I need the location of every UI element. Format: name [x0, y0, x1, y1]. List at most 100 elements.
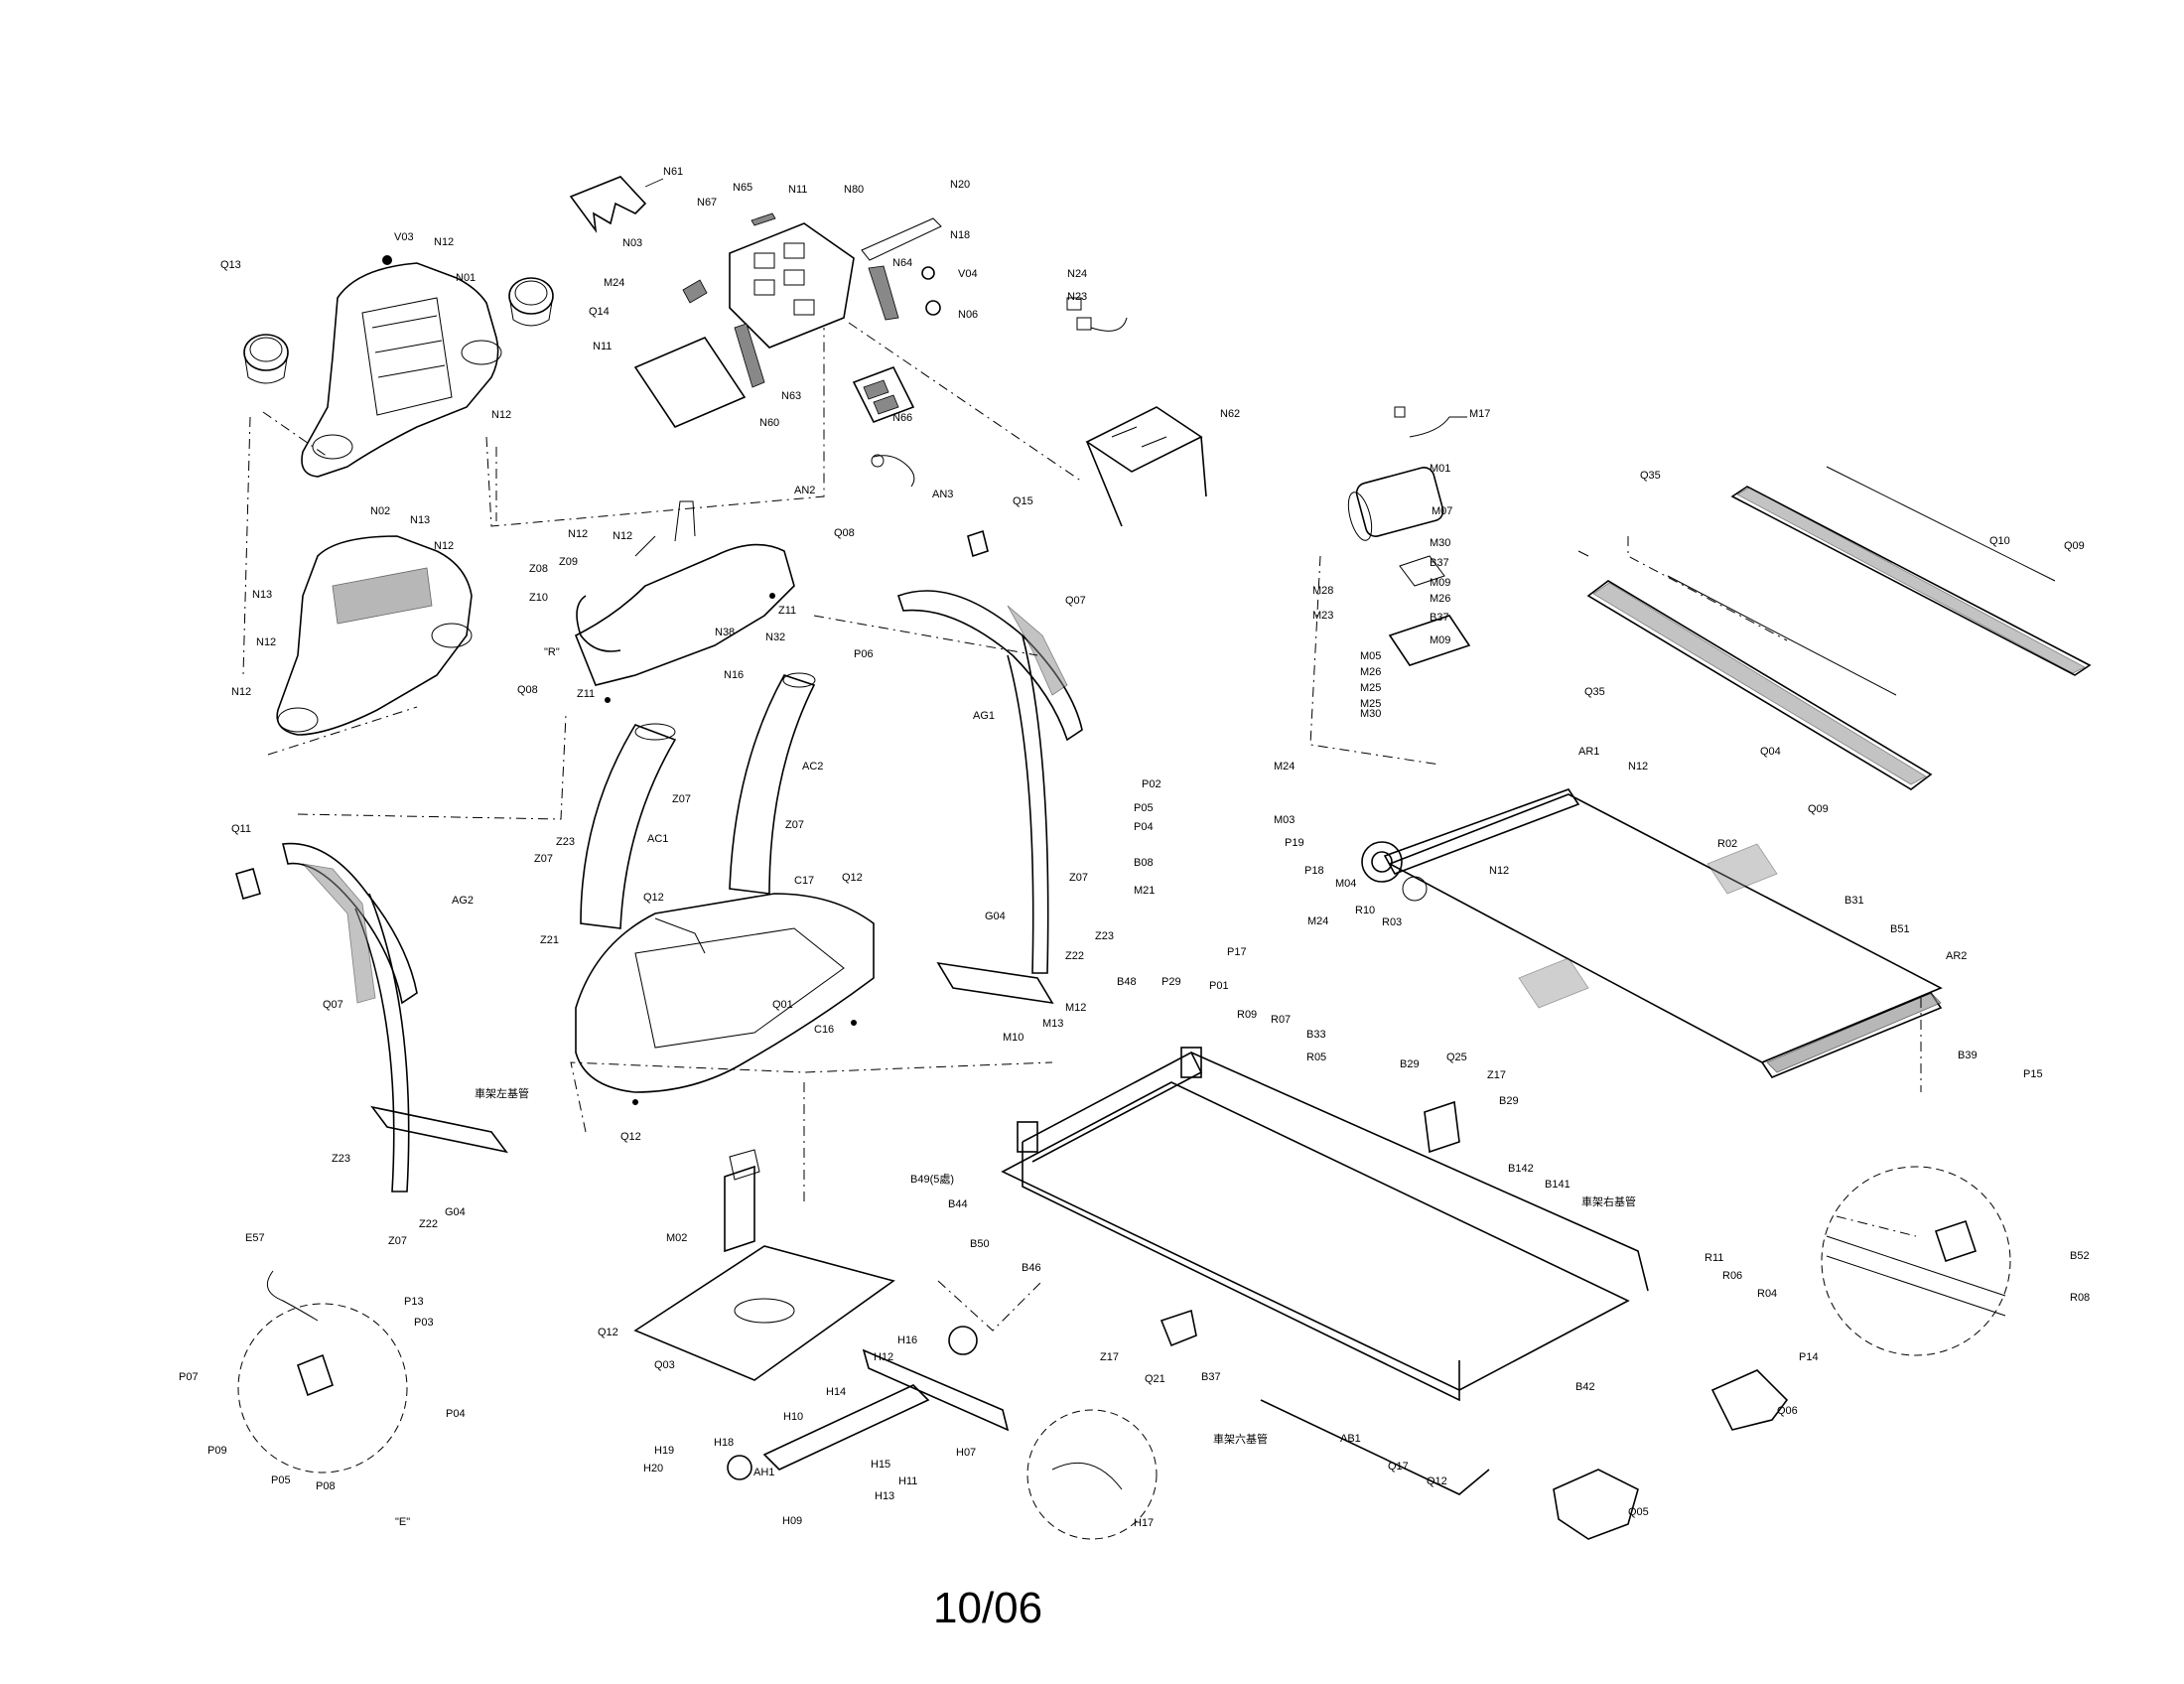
part-label-p08: P08	[316, 1480, 336, 1492]
part-label-p05b: P05	[271, 1474, 291, 1486]
part-label-n18: N18	[950, 229, 970, 241]
detail-circle-b52	[1821, 1166, 2011, 1356]
part-label-m05: M05	[1360, 650, 1381, 662]
part-label-b46: B46	[1022, 1262, 1041, 1274]
part-label-n06: N06	[958, 309, 978, 321]
part-label-q35a: Q35	[1640, 470, 1661, 482]
upright-cover-ac2	[729, 672, 816, 895]
part-label-z10: Z10	[529, 592, 548, 604]
part-label-c16: C16	[814, 1024, 834, 1036]
part-label-m17: M17	[1469, 408, 1490, 420]
part-label-b141: B141	[1545, 1179, 1570, 1191]
part-label-q11: Q11	[231, 823, 251, 835]
part-label-n12b: N12	[491, 409, 511, 421]
part-label-q08b: Q08	[517, 684, 538, 696]
part-label-p14: P14	[1799, 1351, 1819, 1363]
part-label-m25a: M25	[1360, 682, 1381, 694]
part-label-r11: R11	[1705, 1252, 1723, 1264]
deck-rails-q04	[1586, 575, 1933, 790]
part-label-q08a: Q08	[834, 527, 855, 539]
part-label-r04: R04	[1757, 1288, 1777, 1300]
main-frame-ab1	[1001, 1047, 1649, 1495]
part-label-q12d: Q12	[598, 1327, 618, 1338]
part-label-an2: AN2	[794, 485, 815, 496]
base-right-tube	[936, 961, 1054, 1005]
part-label-n12g: N12	[231, 686, 251, 698]
part-label-b44: B44	[948, 1198, 968, 1210]
safety-key-n06	[921, 266, 941, 316]
part-label-e57: E57	[245, 1232, 265, 1244]
part-label-n80: N80	[844, 184, 864, 196]
part-label-r08: R08	[2070, 1292, 2090, 1304]
part-label-b48: B48	[1117, 976, 1137, 988]
part-label-h10: H10	[783, 1411, 803, 1423]
switch-board-n66	[852, 365, 915, 424]
part-label-r03: R03	[1382, 916, 1402, 928]
part-label-h14: H14	[826, 1386, 846, 1398]
chest-strap-cable-an3	[871, 454, 915, 488]
part-label-n65: N65	[733, 182, 752, 194]
part-label-q12b: Q12	[842, 872, 863, 884]
incline-frame-ah1	[727, 1326, 1010, 1480]
part-label-m09a: M09	[1430, 577, 1450, 589]
part-label-h09: H09	[782, 1515, 802, 1527]
console-upper-n01	[301, 255, 502, 478]
part-label-p05: P05	[1134, 802, 1154, 814]
part-label-z23a: Z23	[556, 836, 575, 848]
part-label-r07: R07	[1271, 1014, 1291, 1026]
part-label-h15: H15	[871, 1459, 890, 1471]
part-label-b37b: B37	[1430, 612, 1449, 624]
end-cap-q15	[967, 529, 989, 558]
part-label-n13b: N13	[252, 589, 272, 601]
sensor-n23-n24	[1066, 297, 1128, 332]
motor-cover-bottom-q03	[633, 1245, 895, 1381]
part-label-n32: N32	[765, 632, 785, 643]
part-label-ab1: AB1	[1340, 1433, 1361, 1445]
detail-circle-e	[237, 1270, 408, 1474]
part-label-p09: P09	[207, 1445, 227, 1457]
part-label-b37c: B37	[1201, 1371, 1221, 1383]
part-label-q14: Q14	[589, 306, 610, 318]
detail-circle-h17	[1026, 1409, 1158, 1540]
handrail-ag1	[896, 590, 1083, 974]
part-label-q21: Q21	[1145, 1373, 1165, 1385]
motor-mount-m05	[1388, 555, 1471, 666]
running-deck-r02	[1388, 793, 1943, 1063]
part-label-p17: P17	[1227, 946, 1247, 958]
part-label-z11a: Z11	[778, 605, 796, 617]
part-label-b50: B50	[970, 1238, 990, 1250]
part-label-an3: AN3	[932, 489, 953, 500]
part-label-b37a: B37	[1430, 557, 1449, 569]
part-label-n24: N24	[1067, 268, 1087, 280]
part-label-q07b: Q07	[323, 999, 343, 1011]
part-label-z17b: Z17	[1100, 1351, 1119, 1363]
part-label-e: "E"	[395, 1516, 410, 1528]
part-label-cn2: 車架右基管	[1581, 1194, 1636, 1208]
part-label-z07b: Z07	[785, 819, 804, 831]
part-label-p18: P18	[1304, 865, 1324, 877]
part-label-n03: N03	[622, 237, 642, 249]
part-label-cn3: 車架六基管	[1213, 1432, 1268, 1446]
cable-n20	[861, 217, 942, 261]
part-label-h12: H12	[874, 1351, 893, 1363]
part-label-n61: N61	[663, 166, 683, 178]
part-label-h20: H20	[643, 1463, 663, 1474]
part-label-b49: B49(5處)	[910, 1172, 954, 1186]
part-label-m10: M10	[1003, 1032, 1024, 1044]
part-label-n38: N38	[715, 627, 735, 638]
part-label-n13a: N13	[410, 514, 430, 526]
part-label-p03: P03	[414, 1317, 434, 1329]
part-label-h16: H16	[897, 1334, 917, 1346]
part-label-p02: P02	[1142, 778, 1161, 790]
part-label-q15: Q15	[1013, 495, 1033, 507]
part-label-z08: Z08	[529, 563, 548, 575]
console-overlay-n61	[569, 176, 664, 233]
part-label-q06: Q06	[1777, 1405, 1798, 1417]
part-label-m30b: M30	[1360, 708, 1381, 720]
part-label-p13: P13	[404, 1296, 424, 1308]
part-label-z09: Z09	[559, 556, 578, 568]
part-label-m30a: M30	[1430, 537, 1450, 549]
part-label-b51: B51	[1890, 923, 1910, 935]
